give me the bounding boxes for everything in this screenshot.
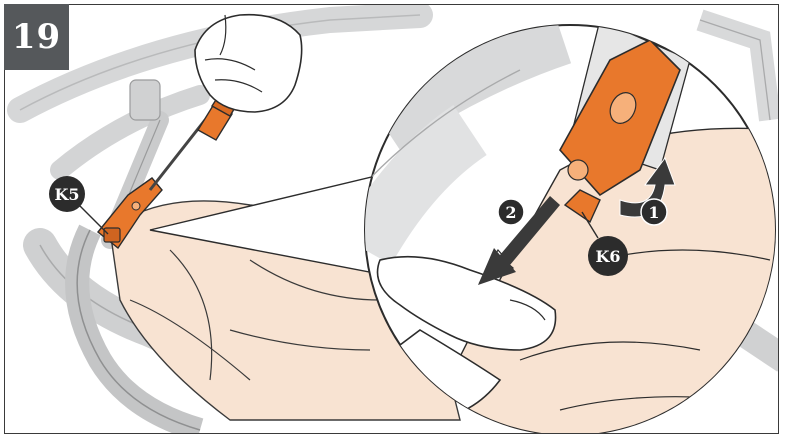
k5-leader-line xyxy=(79,205,109,235)
k6-callout: K6 xyxy=(588,236,628,276)
step-2-label: 2 xyxy=(505,203,516,222)
magnifier xyxy=(364,24,776,433)
step-1-label: 1 xyxy=(648,203,659,222)
step-number-badge: 19 xyxy=(4,4,69,70)
k5-callout: K5 xyxy=(49,176,85,212)
k6-label: K6 xyxy=(595,247,620,266)
k6-leader-line xyxy=(581,211,599,239)
k5-part xyxy=(97,177,163,250)
step-2-marker: 2 xyxy=(497,198,525,226)
k5-label: K5 xyxy=(54,185,79,204)
step-1-marker: 1 xyxy=(640,198,668,226)
arrow-pull-down-icon xyxy=(478,196,560,285)
hand-top xyxy=(194,13,303,113)
arrow-rotate-icon xyxy=(619,156,676,218)
